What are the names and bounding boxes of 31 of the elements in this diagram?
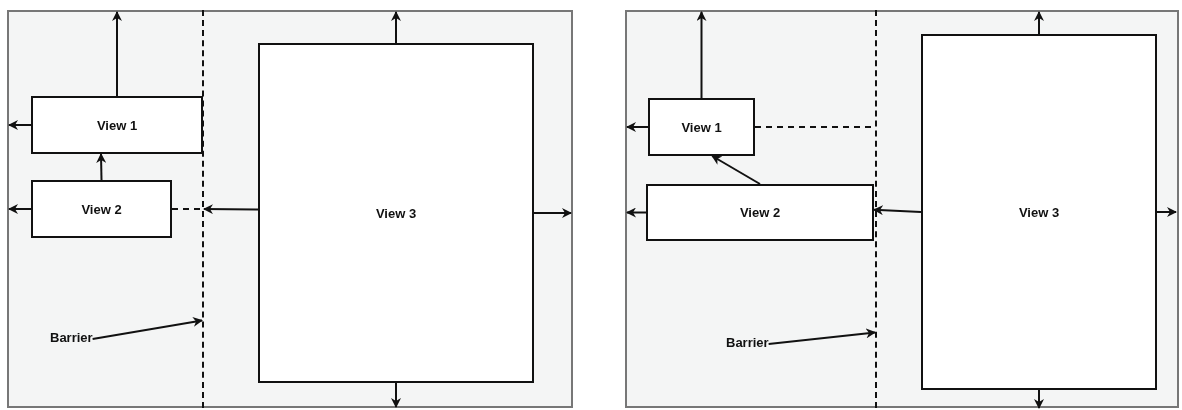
arrow	[1034, 11, 1044, 35]
view-box: View 1	[648, 98, 755, 156]
arrow	[391, 382, 401, 408]
leader-arrow	[767, 328, 876, 345]
barrier-label: Barrier	[726, 335, 769, 353]
view-box: View 2	[31, 180, 172, 238]
arrow	[1034, 389, 1044, 409]
arrow	[626, 207, 647, 218]
arrow	[711, 155, 761, 185]
arrow	[391, 11, 401, 44]
view-box: View 2	[646, 184, 874, 241]
arrow	[696, 11, 707, 99]
view-box: View 1	[31, 96, 203, 154]
arrow	[626, 122, 649, 132]
arrow	[533, 208, 572, 218]
arrow	[96, 153, 107, 181]
layout-panel	[7, 10, 573, 408]
arrow	[8, 120, 32, 130]
arrow	[873, 205, 922, 216]
dashed-connector	[171, 208, 203, 210]
barrier-line	[875, 10, 877, 408]
arrow	[8, 204, 32, 214]
view-box: View 3	[921, 34, 1157, 390]
arrow	[203, 204, 259, 215]
layout-panel	[625, 10, 1179, 408]
leader-arrow	[91, 317, 203, 340]
barrier-line	[202, 10, 204, 408]
arrow	[112, 11, 122, 97]
view-box: View 3	[258, 43, 534, 383]
arrow	[1156, 207, 1177, 217]
barrier-label: Barrier	[50, 330, 93, 348]
